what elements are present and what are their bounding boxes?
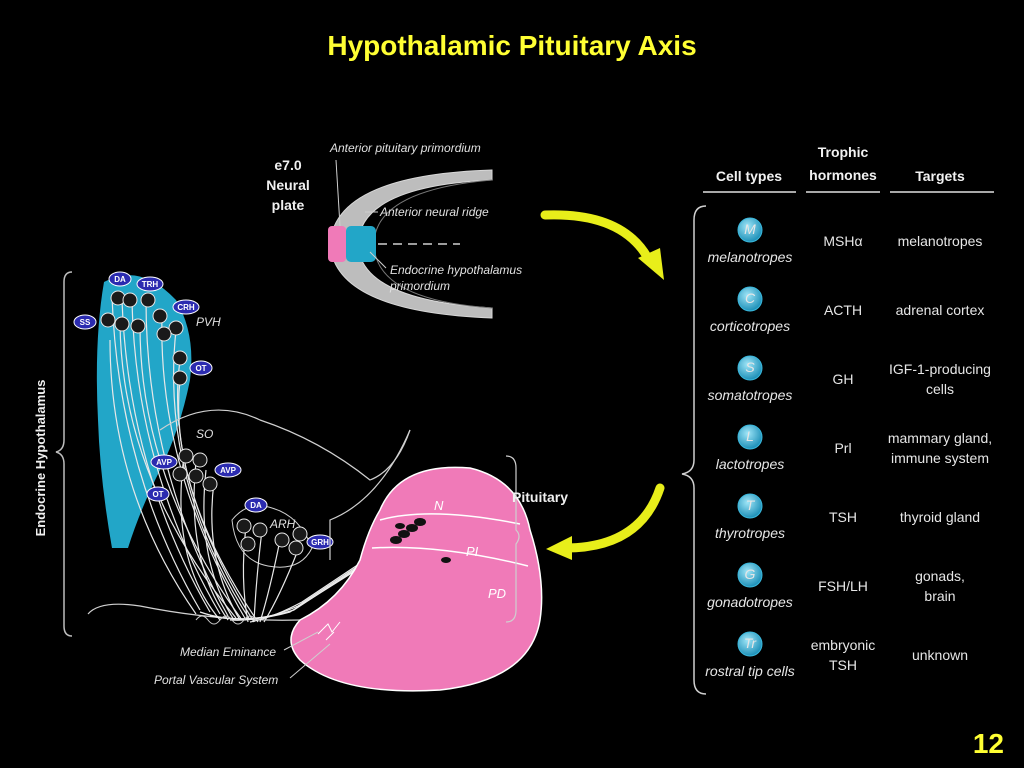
cell-type-icon [737,217,763,243]
pituitary-gland: N PI PD [290,466,543,692]
endocrine-hypothalamus-side-label: Endocrine Hypothalamus [33,380,48,537]
trophic-hormone: TSH [829,509,857,525]
target-tissue: mammary gland, [888,430,992,446]
tag-crh: CRH [177,303,195,312]
target-tissue: unknown [912,647,968,663]
arrow-to-table [540,210,664,280]
neural-plate-shape [329,169,493,319]
cell-type-name: corticotropes [710,318,790,334]
tag-da-arh: DA [250,501,262,510]
cell-type-name: gonadotropes [707,594,793,610]
tag-ot-2: OT [152,490,163,499]
cell-type-name: melanotropes [708,249,793,265]
cell-type-name: somatotropes [708,387,793,403]
target-tissue: immune system [891,450,989,466]
cell-type-name: rostral tip cells [705,663,794,679]
pvh-label: PVH [196,315,221,329]
target-tissue: brain [924,588,955,604]
cell-type-icon [737,631,763,657]
hypothalamus-bracket [55,271,73,637]
stage-label-line-2: Neural [266,177,310,193]
cell-type-icon [737,493,763,519]
pvh-tags: DA TRH SS CRH OT [73,271,213,376]
tag-trh: TRH [142,280,159,289]
tag-ot: OT [195,364,206,373]
trophic-hormone: Prl [834,440,851,456]
tag-grh: GRH [311,538,329,547]
target-tissue: cells [926,381,954,397]
anterior-neural-ridge-label: Anterior neural ridge [379,205,489,219]
stage-label-line-1: e7.0 [274,157,301,173]
lobe-n: N [434,498,444,513]
hypothalamus-primordium-shape [346,226,376,262]
cell-type-name: lactotropes [716,456,784,472]
so-label: SO [196,427,213,441]
header-trophic-2: hormones [809,167,877,183]
endocrine-hypothalamus-label-2: primordium [389,279,450,293]
header-trophic-1: Trophic [818,144,869,160]
trophic-hormone: ACTH [824,302,862,318]
target-tissue: adrenal cortex [896,302,985,318]
stage-label-line-3: plate [272,197,305,213]
page-number: 12 [972,728,1004,759]
cell-type-icon [737,424,763,450]
target-tissue: gonads, [915,568,965,584]
header-targets: Targets [915,168,965,184]
pituitary-label: Pituitary [512,489,568,505]
cell-type-icon-letter: C [745,290,756,306]
trophic-hormone: GH [833,371,854,387]
trophic-hormone: embryonic [811,637,876,653]
target-tissue: IGF-1-producing [889,361,991,377]
stalk-axons [199,505,447,623]
cell-type-icon-letter: T [746,497,756,513]
cell-table: Cell types Trophic hormones Targets Mmel… [681,144,994,695]
arrow-to-pituitary [546,483,665,560]
target-tissue: thyroid gland [900,509,980,525]
primordium-figure: e7.0 Neural plate Anterior pituitary pri… [266,141,522,319]
tag-da: DA [114,275,126,284]
tag-ss: SS [80,318,91,327]
arh-group: ARH DA GRH [231,497,334,623]
cell-type-icon [737,286,763,312]
lobe-pd: PD [488,586,506,601]
pvh-region: PVH [96,275,259,623]
portal-system-label: Portal Vascular System [154,673,278,687]
anterior-pituitary-primordium-shape [328,226,346,262]
cell-type-icon-letter: S [745,359,755,375]
pituitary-bracket [505,455,520,623]
median-eminence-label: Median Eminance [180,645,276,659]
cell-type-icon-letter: G [745,566,756,582]
endocrine-hypothalamus-label-1: Endocrine hypothalamus [390,263,522,277]
arh-label: ARH [269,517,296,531]
cell-type-icon [737,562,763,588]
cell-type-icon-letter: Tr [744,635,758,651]
table-bracket [681,205,707,695]
so-group: SO AVP OT AVP [146,427,242,621]
cell-type-icon [737,355,763,381]
trophic-hormone: MSHα [823,233,862,249]
tag-avp-2: AVP [220,466,237,475]
tag-avp-1: AVP [156,458,173,467]
cell-type-icon-letter: L [746,428,754,444]
trophic-hormone: FSH/LH [818,578,868,594]
target-tissue: melanotropes [898,233,983,249]
cell-type-icon-letter: M [744,221,756,237]
cell-type-name: thyrotropes [715,525,785,541]
slide-title: Hypothalamic Pituitary Axis [327,30,697,61]
lobe-pi: PI [466,544,479,559]
trophic-hormone: TSH [829,657,857,673]
anterior-pituitary-label: Anterior pituitary primordium [329,141,481,155]
header-cell-types: Cell types [716,168,782,184]
